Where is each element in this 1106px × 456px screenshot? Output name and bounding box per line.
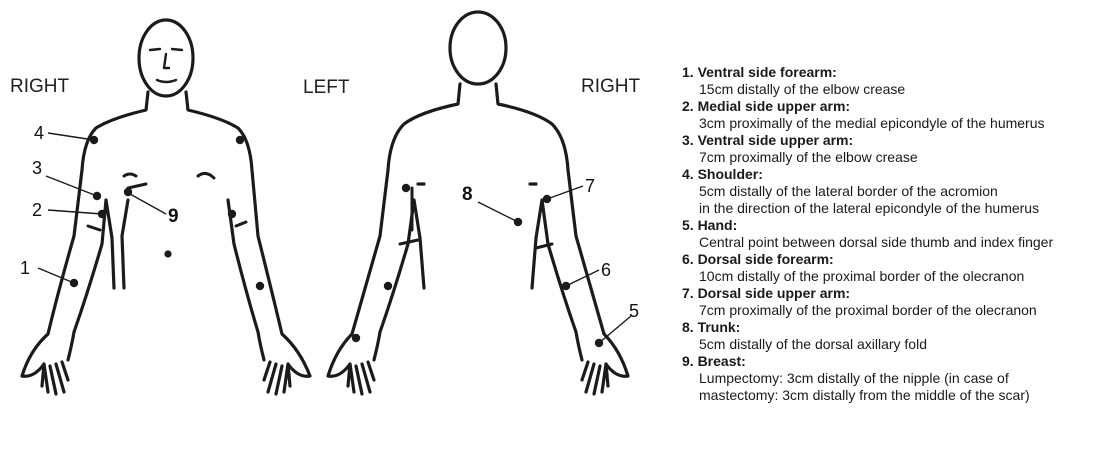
legend-item-title: 9. Breast: (682, 353, 1102, 370)
front-leaders (38, 133, 166, 283)
marker-6: 6 (601, 260, 611, 280)
marker-1: 1 (20, 258, 30, 278)
back-dot-extra-2 (385, 283, 390, 288)
legend-item: 4. Shoulder:5cm distally of the lateral … (682, 166, 1102, 217)
legend-item-title: 1. Ventral side forearm: (682, 64, 1102, 81)
legend-item-description: 7cm proximally of the elbow crease (682, 149, 1102, 166)
legend-item-description: 5cm distally of the dorsal axillary fold (682, 336, 1102, 353)
front-left-label: LEFT (303, 77, 350, 98)
legend-item-description: 5cm distally of the lateral border of th… (682, 183, 1102, 200)
back-figure (328, 12, 628, 394)
marker-4: 4 (34, 123, 44, 143)
legend-item-description: Lumpectomy: 3cm distally of the nipple (… (682, 370, 1102, 387)
legend-item-description: mastectomy: 3cm distally from the middle… (682, 387, 1102, 404)
marker-9: 9 (168, 206, 179, 227)
front-dot-9 (125, 189, 130, 194)
front-body-outline (22, 92, 310, 394)
legend-item-title: 8. Trunk: (682, 319, 1102, 336)
marker-5: 5 (629, 301, 639, 321)
legend-item-description: in the direction of the lateral epicondy… (682, 200, 1102, 217)
marker-3: 3 (32, 158, 42, 178)
measurement-legend: 1. Ventral side forearm:15cm distally of… (682, 64, 1102, 404)
legend-item-title: 2. Medial side upper arm: (682, 98, 1102, 115)
front-dot-extra-2 (229, 211, 234, 216)
back-head (450, 12, 506, 84)
front-chest-marks (124, 173, 214, 188)
front-face (150, 49, 182, 82)
legend-item-description: 7cm proximally of the proximal border of… (682, 302, 1102, 319)
legend-item-title: 6. Dorsal side forearm: (682, 251, 1102, 268)
legend-item-title: 7. Dorsal side upper arm: (682, 285, 1102, 302)
back-body-outline (328, 84, 628, 394)
legend-item-description: 3cm proximally of the medial epicondyle … (682, 115, 1102, 132)
back-dot-extra-1 (403, 185, 408, 190)
legend-item-description: 15cm distally of the elbow crease (682, 81, 1102, 98)
legend-item-title: 3. Ventral side upper arm: (682, 132, 1102, 149)
body-diagram: RIGHT LEFT RIGHT 4 3 2 1 9 (0, 0, 660, 456)
legend-item-title: 4. Shoulder: (682, 166, 1102, 183)
back-right-label: RIGHT (581, 76, 641, 97)
legend-item: 7. Dorsal side upper arm:7cm proximally … (682, 285, 1102, 319)
legend-item-description: 10cm distally of the proximal border of … (682, 268, 1102, 285)
legend-item: 6. Dorsal side forearm:10cm distally of … (682, 251, 1102, 285)
legend-item: 1. Ventral side forearm:15cm distally of… (682, 64, 1102, 98)
marker-2: 2 (32, 200, 42, 220)
legend-item: 9. Breast:Lumpectomy: 3cm distally of th… (682, 353, 1102, 404)
legend-item-description: Central point between dorsal side thumb … (682, 234, 1102, 251)
marker-8: 8 (462, 184, 473, 205)
legend-item: 2. Medial side upper arm:3cm proximally … (682, 98, 1102, 132)
back-dot-extra-3 (353, 335, 358, 340)
front-dot-extra-3 (257, 283, 262, 288)
back-marks (400, 188, 552, 248)
front-right-label: RIGHT (10, 76, 70, 97)
legend-item: 8. Trunk:5cm distally of the dorsal axil… (682, 319, 1102, 353)
marker-7: 7 (585, 176, 595, 196)
front-dot-extra-1 (237, 137, 242, 142)
legend-item: 3. Ventral side upper arm:7cm proximally… (682, 132, 1102, 166)
legend-item-title: 5. Hand: (682, 217, 1102, 234)
front-dot-extra-4 (166, 252, 170, 256)
legend-item: 5. Hand:Central point between dorsal sid… (682, 217, 1102, 251)
